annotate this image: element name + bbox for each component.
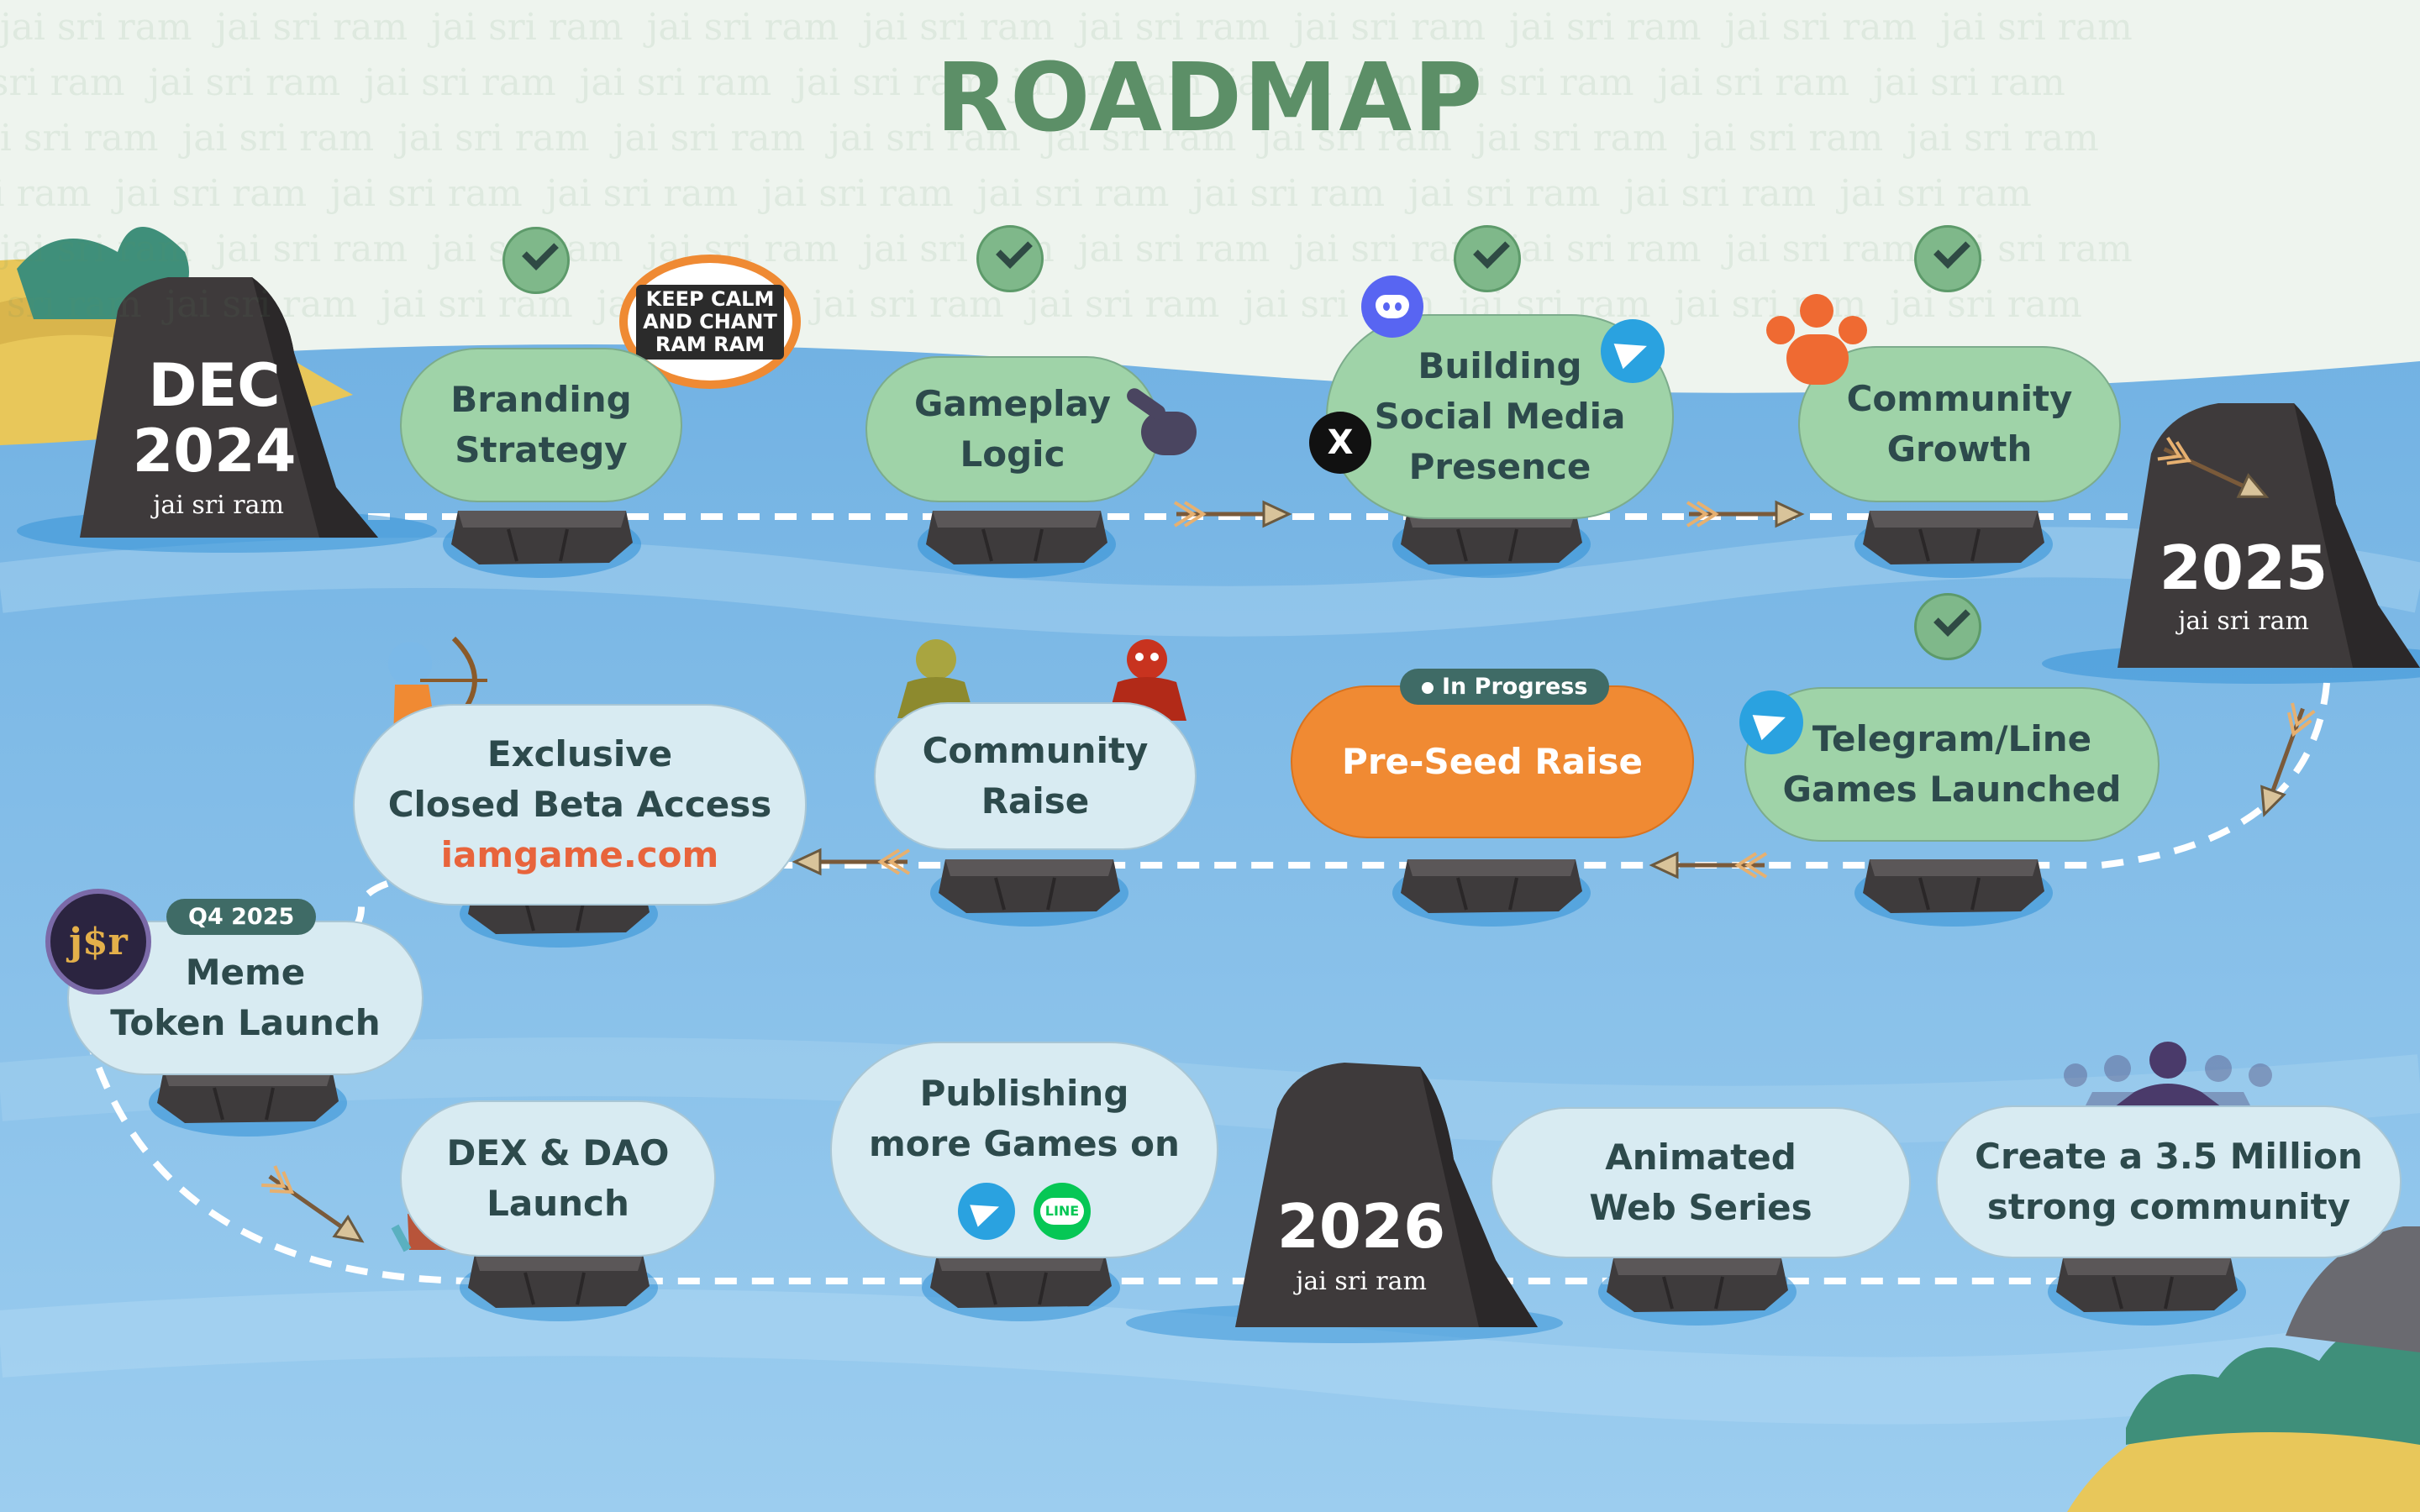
iamgame-link[interactable]: iamgame.com [440,834,719,875]
node-label: Community Raise [922,730,1149,822]
milestone-sub-2026: jai sri ram [1296,1267,1427,1296]
node-label: Pre-Seed Raise [1342,741,1643,782]
node-community-growth: Community Growth [1798,346,2121,502]
milestone-label-2024: DEC 2024 [132,351,297,486]
watermark-row: jai sri ram jai sri ram jai sri ram jai … [0,61,2065,104]
node-publishing-games: Publishing more Games on LINE [830,1042,1218,1258]
node-gameplay-logic: Gameplay Logic [865,356,1160,502]
milestone-label-2026: 2026 [1276,1191,1446,1262]
node-label: Branding Strategy [450,379,632,470]
node-social-media-presence: Building Social Media Presence [1326,314,1674,519]
node-label: Telegram/Line Games Launched [1782,718,2122,810]
x-icon: X [1309,412,1371,474]
milestone-rock-2024 [17,277,437,553]
discord-icon [1361,276,1423,338]
done-check-icon [1454,225,1521,292]
node-label: Community Growth [1846,378,2073,470]
watermark-row: jai sri ram jai sri ram jai sri ram jai … [0,283,2082,326]
watermark-row: jai sri ram jai sri ram jai sri ram jai … [0,228,2133,270]
milestone-sub-2024: jai sri ram [153,491,284,520]
milestone-sub-2025: jai sri ram [2178,606,2309,636]
telegram-icon [1739,690,1803,754]
node-label: Exclusive Closed Beta Access [387,733,772,825]
bush-bottom-right [2126,1323,2420,1445]
telegram-icon [958,1183,1015,1240]
node-label: DEX & DAO Launch [446,1132,670,1224]
platform-icons: LINE [958,1183,1091,1240]
status-badge-label: In Progress [1442,674,1588,700]
watermark-row: jai sri ram jai sri ram jai sri ram jai … [0,117,2099,160]
status-dot-icon [1422,682,1434,694]
node-community-goal: Create a 3.5 Million strong community [1936,1105,2402,1258]
node-label: Create a 3.5 Million strong community [1975,1136,2363,1227]
node-label: Animated Web Series [1589,1137,1812,1228]
rock-bottom-right [2286,1226,2420,1352]
telegram-icon [1601,319,1665,383]
milestone-rock-2025 [2042,403,2420,684]
node-meme-token-launch: Meme Token Launch [67,921,424,1075]
done-check-icon [502,227,570,294]
node-label: Meme Token Launch [110,952,381,1043]
pointing-hand-icon [1123,385,1205,459]
node-label: Publishing more Games on [869,1073,1180,1164]
milestone-rock-2026 [1126,1063,1563,1343]
quarter-badge: Q4 2025 [166,899,317,935]
node-closed-beta-access: Exclusive Closed Beta Access iamgame.com [353,704,807,906]
line-icon-label: LINE [1039,1198,1085,1225]
community-icon [1763,294,1872,403]
line-icon: LINE [1034,1183,1091,1240]
node-telegram-line-games: Telegram/Line Games Launched [1744,687,2160,842]
node-label: Gameplay Logic [914,383,1111,475]
node-label: Building Social Media Presence [1374,345,1626,487]
done-check-icon [976,225,1044,292]
node-pre-seed-raise: Pre-Seed Raise [1291,685,1694,838]
watermark-row: jai sri ram jai sri ram jai sri ram jai … [0,6,2133,49]
node-dex-dao-launch: DEX & DAO Launch [400,1100,716,1257]
node-community-raise: Community Raise [874,702,1197,850]
speech-bubble: KEEP CALM AND CHANT RAM RAM [619,255,801,389]
node-branding-strategy: Branding Strategy [400,348,682,502]
done-check-icon [1914,225,1981,292]
jsr-logo-icon: j$r [45,889,151,995]
milestone-label-2025: 2025 [2159,533,2328,603]
watermark-row: jai sri ram jai sri ram jai sri ram jai … [0,172,2032,215]
speech-bubble-text: KEEP CALM AND CHANT RAM RAM [636,284,784,360]
node-animated-web-series: Animated Web Series [1491,1107,1911,1258]
page-title: ROADMAP [935,44,1485,153]
status-badge: In Progress [1400,669,1610,705]
done-check-icon [1914,593,1981,660]
